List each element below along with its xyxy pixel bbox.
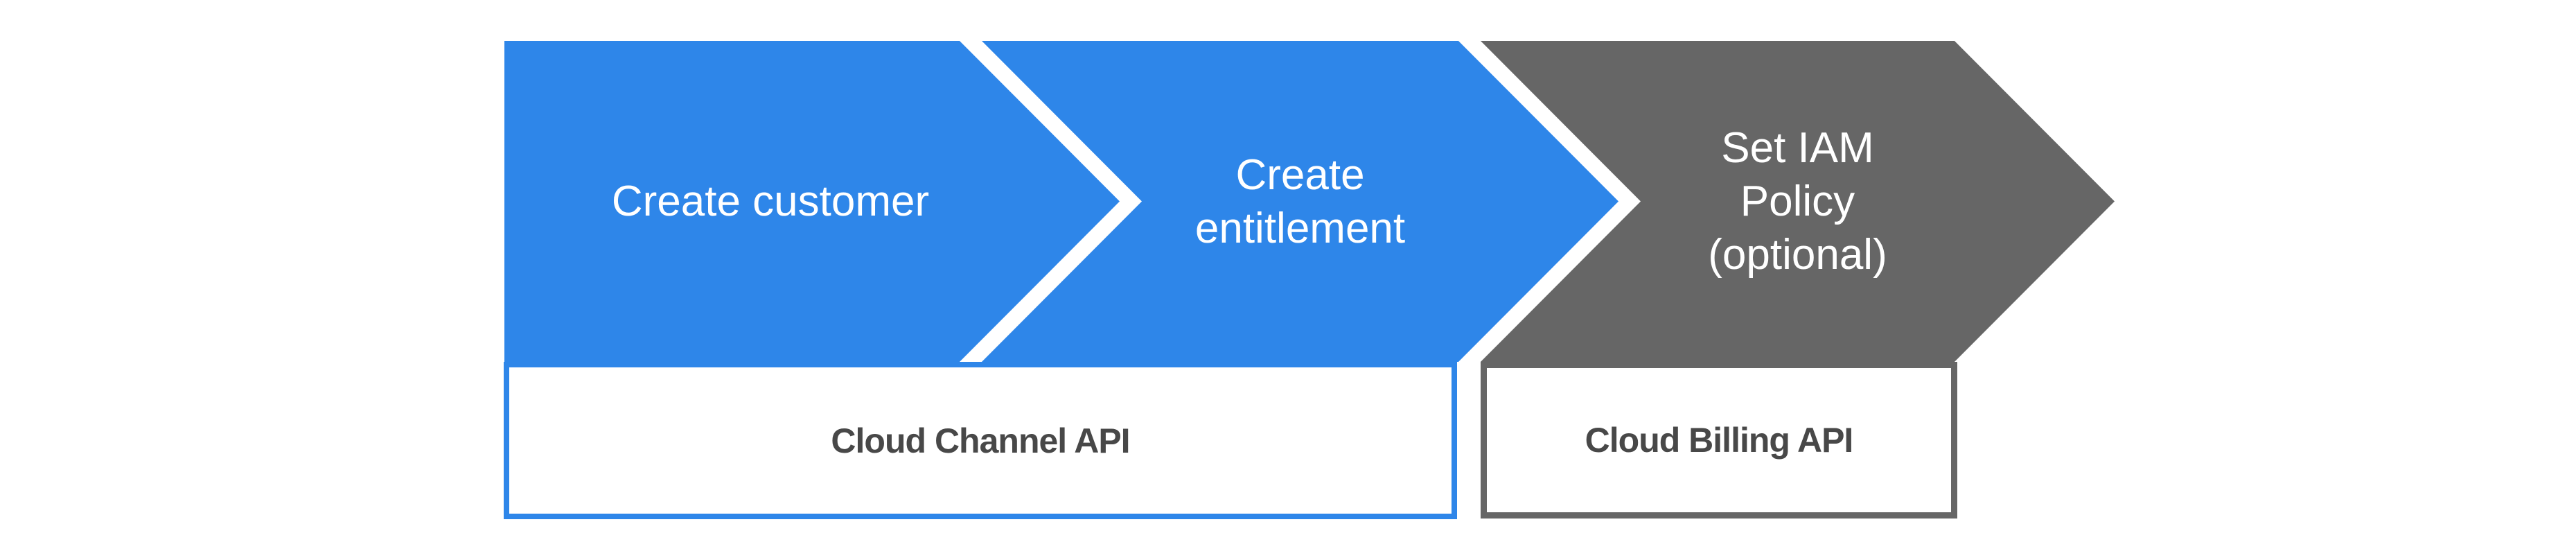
create-entitlement-arrow-shape: [982, 41, 1618, 362]
set-iam-policy-arrow-shape: [1481, 41, 2115, 362]
cloud-billing-api-label: Cloud Billing API: [1585, 421, 1854, 460]
cloud-channel-api-box: Cloud Channel API: [504, 362, 1457, 519]
cloud-billing-api-box: Cloud Billing API: [1481, 362, 1957, 518]
create-customer-arrow-shape: [504, 41, 1120, 362]
cloud-channel-api-label: Cloud Channel API: [831, 421, 1130, 460]
